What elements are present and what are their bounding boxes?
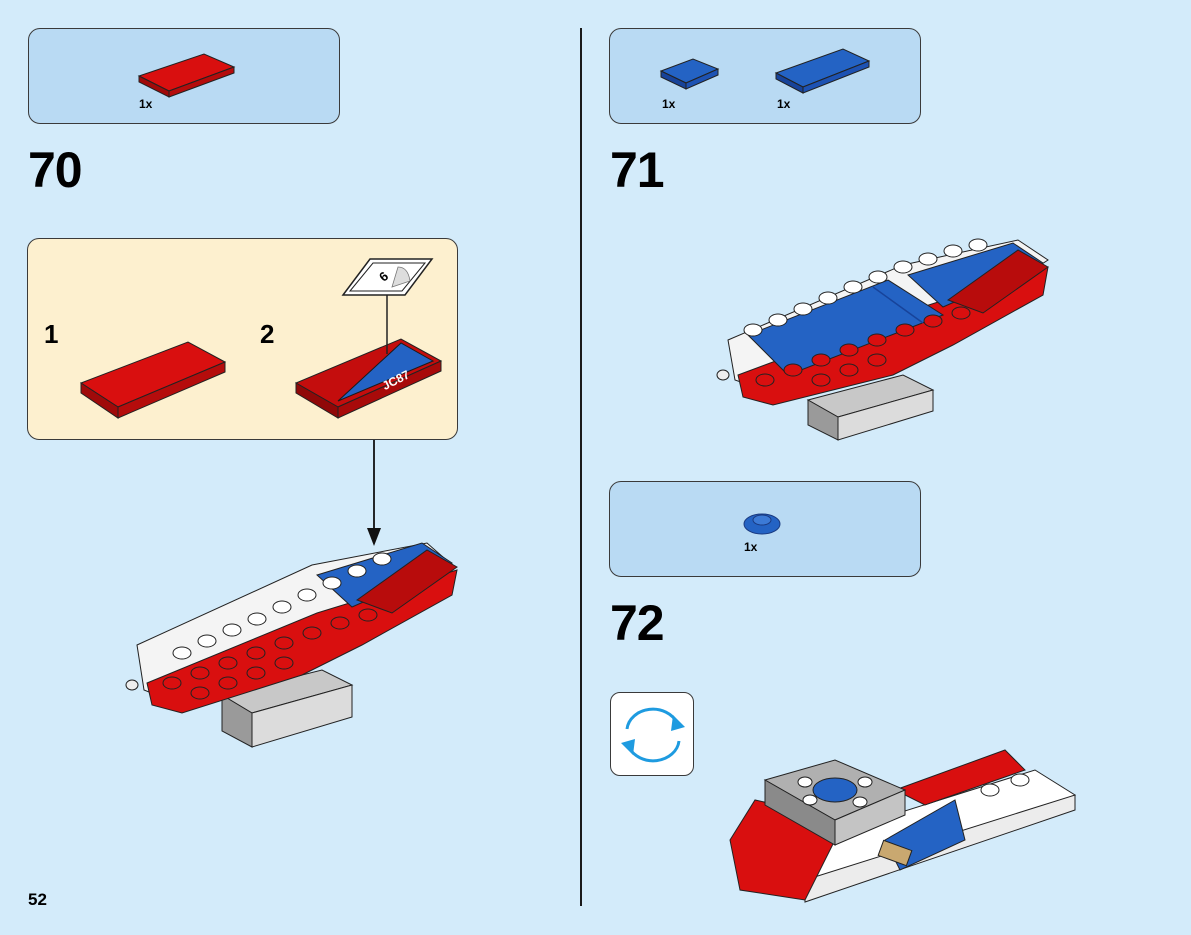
- red-tile-2x4-icon: [137, 53, 236, 98]
- substep-2-stickered-tile-icon: JC87: [294, 338, 443, 419]
- substep-1-number: 1: [44, 319, 59, 349]
- step-70-number: 70: [28, 142, 83, 198]
- step-71-number: 71: [610, 142, 665, 198]
- step-71-parts-box: 1x 1x: [609, 28, 921, 124]
- step-71-part-1-qty: 1x: [662, 97, 676, 111]
- step-72-number: 72: [610, 595, 665, 651]
- attach-arrow: [367, 440, 381, 546]
- step-70-model-icon: [125, 542, 458, 748]
- rotate-model-icon: [621, 707, 685, 763]
- step-70-parts-box: 1x: [28, 28, 340, 124]
- step-70-substep-box: 1 2 JC87 6: [27, 238, 458, 440]
- step-71-part-2-qty: 1x: [777, 97, 791, 111]
- step-71-model-icon: [716, 238, 1049, 441]
- sticker-callout-line: [386, 294, 388, 354]
- blue-tile-2x4-icon: [774, 48, 871, 94]
- step-72-model-icon: [729, 749, 1077, 903]
- rotate-model-box: [610, 692, 694, 776]
- page-number: 52: [28, 890, 47, 909]
- substep-1-red-tile-icon: [79, 341, 227, 419]
- blue-tile-2x2-icon: [659, 58, 720, 90]
- substep-2-number: 2: [260, 319, 275, 349]
- step-72-part-qty: 1x: [744, 540, 758, 554]
- step-72-parts-box: 1x: [609, 481, 921, 577]
- blue-turntable-icon: [743, 513, 781, 535]
- column-divider: [580, 28, 582, 906]
- step-70-part-qty: 1x: [139, 97, 153, 111]
- sticker-sheet-icon: [341, 258, 434, 296]
